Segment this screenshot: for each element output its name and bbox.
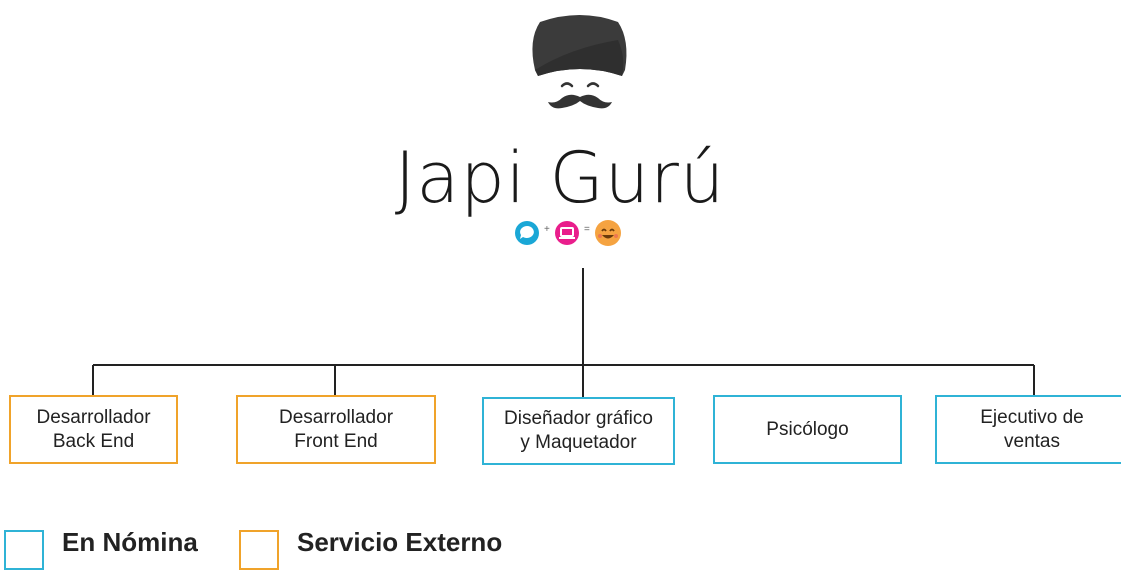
role-box-backend: Desarrollador Back End [9, 395, 178, 464]
role-label: Ejecutivo de ventas [980, 406, 1084, 452]
role-box-designer: Diseñador gráfico y Maquetador [482, 397, 675, 465]
role-box-frontend: Desarrollador Front End [236, 395, 436, 464]
brand-formula: + = [514, 220, 654, 246]
chat-bubble-icon [515, 221, 539, 245]
equals-sign: = [584, 224, 590, 235]
guru-logo-icon [532, 15, 627, 109]
role-box-psychologist: Psicólogo [713, 395, 902, 464]
legend-swatch-payroll [4, 530, 44, 570]
plus-sign: + [544, 224, 550, 235]
role-label: Psicólogo [766, 418, 849, 440]
role-box-sales: Ejecutivo de ventas [935, 395, 1121, 464]
legend-label-payroll: En Nómina [62, 527, 198, 557]
role-label: Diseñador gráfico y Maquetador [504, 408, 653, 453]
org-chart-graphics [92, 15, 1035, 397]
role-label: Desarrollador Back End [36, 406, 151, 452]
happy-face-icon [595, 220, 621, 246]
role-label: Desarrollador Front End [278, 406, 394, 452]
legend-label-external: Servicio Externo [297, 527, 503, 557]
brand-title: Japi Gurú [394, 137, 726, 219]
legend-swatch-external [239, 530, 279, 570]
laptop-icon [555, 221, 579, 245]
org-connectors [92, 268, 1035, 397]
